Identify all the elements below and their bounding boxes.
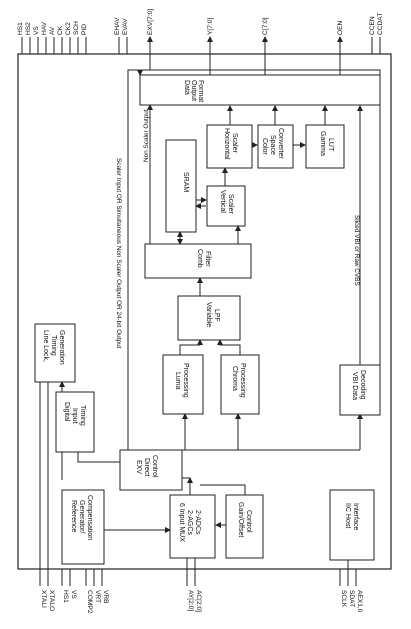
svg-text:Scaler: Scaler: [231, 133, 238, 154]
svg-text:Color: Color: [261, 138, 268, 155]
pin-hs1-bottom: HS1: [62, 590, 69, 603]
svg-text:Filter: Filter: [204, 251, 211, 267]
pin-y: Y[7:0]: [207, 18, 214, 35]
svg-text:Generation: Generation: [58, 330, 65, 365]
pin-vrt: VRT: [94, 590, 101, 603]
block-data-output-format: Data Output Format: [139, 74, 381, 106]
svg-text:Comb: Comb: [196, 249, 203, 268]
pin-sch: SCH: [73, 21, 80, 35]
pin-sdat: SDAT: [348, 590, 355, 607]
svg-text:Space: Space: [269, 135, 276, 155]
svg-text:2-ADCs: 2-ADCs: [194, 510, 201, 535]
block-input-mux: 6 Input MUX 2-AGCs 2-ADCs: [169, 494, 216, 559]
block-gamma-lut: Gamma LUT: [305, 124, 345, 169]
block-chroma-processing: Chroma Processing: [220, 354, 260, 415]
pin-sclk: SCLK: [340, 590, 347, 608]
svg-text:Input: Input: [71, 408, 78, 424]
svg-text:Output: Output: [190, 80, 197, 101]
pin-evav: EVAV: [122, 18, 129, 35]
block-horizontal-scaler: Horizontal Scaler: [206, 124, 253, 169]
pin-hs2: HS2: [25, 22, 32, 35]
bottom-pin-lines: [39, 382, 357, 586]
svg-text:EXV: EXV: [135, 460, 142, 474]
pin-ac: AC[2:0]: [195, 590, 202, 612]
svg-text:6 Input MUX: 6 Input MUX: [178, 503, 185, 542]
svg-text:Timing: Timing: [79, 405, 86, 426]
svg-text:Interface: Interface: [352, 503, 359, 530]
svg-text:2-AGCs: 2-AGCs: [186, 510, 193, 535]
block-variable-lpf: Variable LPF: [177, 295, 241, 341]
block-comb-filter: Comb Filter: [144, 243, 252, 279]
svg-text:LPF: LPF: [213, 309, 220, 322]
block-luma-processing: Luma Processing: [162, 354, 204, 415]
block-vbi-data-decoding: VBI Data Decoding: [339, 364, 381, 416]
svg-text:Scaler: Scaler: [227, 194, 234, 215]
block-line-lock-timing: Line Lock, Timing Generation: [34, 323, 76, 383]
annotation-non-scaler-output: Non Scaler Output: [143, 109, 150, 162]
svg-text:Digital: Digital: [63, 402, 70, 422]
svg-text:Data: Data: [183, 80, 190, 95]
block-gain-offset-control: Gain/Offset Control: [225, 494, 264, 559]
block-color-space-converter: Color Space Converter: [257, 124, 294, 169]
block-iic-host-interface: IIC Host Interface: [329, 489, 375, 561]
pin-xtalo: XTALO: [48, 590, 55, 611]
connection-lines: [59, 69, 381, 533]
pin-exv: EXV[7:0]: [147, 9, 154, 35]
block-digital-input-timing: Digital Input Timing: [55, 391, 95, 453]
svg-text:Control: Control: [245, 510, 252, 533]
block-ext-direct-control: EXV Direct Control: [119, 449, 183, 491]
pin-oen: OEN: [337, 20, 344, 35]
svg-text:Converter: Converter: [277, 128, 284, 159]
block-sram: SRAM: [165, 139, 197, 233]
pin-comp2: COMP2: [86, 590, 93, 614]
annotation-sliced-vbi: Sliced VBI or Raw CVBS: [353, 215, 360, 286]
svg-text:Chroma: Chroma: [231, 366, 238, 391]
chip-outline: [17, 53, 392, 570]
pin-ck: CK: [57, 25, 64, 35]
pin-pid: PID: [81, 24, 88, 35]
svg-text:Variable: Variable: [205, 302, 212, 327]
svg-text:Reference: Reference: [70, 500, 77, 532]
svg-text:Gamma: Gamma: [319, 131, 326, 156]
svg-text:VBI Data: VBI Data: [351, 372, 358, 400]
pin-ck2: CK2: [65, 22, 72, 35]
top-pin-lines: [21, 36, 381, 75]
svg-text:Gain/Offset: Gain/Offset: [237, 502, 244, 537]
svg-text:Vertical: Vertical: [219, 190, 226, 213]
svg-text:Processing: Processing: [182, 363, 189, 398]
pin-xtali: XTALI: [40, 590, 47, 608]
svg-text:Line Lock,: Line Lock,: [42, 330, 49, 362]
pin-ay: AY[2:0]: [187, 590, 194, 611]
svg-text:Direct: Direct: [143, 458, 150, 476]
svg-text:Compensation: Compensation: [86, 495, 93, 540]
pin-vrb: VRB: [102, 590, 109, 604]
pin-ehav: EHAV: [114, 17, 121, 35]
pin-c: C[7:0]: [262, 17, 269, 35]
block-reference-generator: Reference Generator/ Compensation: [61, 489, 105, 565]
svg-text:Decoding: Decoding: [359, 370, 366, 400]
pin-hs1: HS1: [17, 22, 24, 35]
svg-text:Processing: Processing: [239, 363, 246, 398]
pin-aex: AEX1,0: [356, 590, 363, 613]
svg-text:IIC Host: IIC Host: [344, 503, 351, 528]
svg-text:Timing: Timing: [50, 335, 57, 356]
svg-text:Control: Control: [151, 455, 158, 478]
pin-ccdat: CCDAT: [377, 13, 384, 35]
svg-text:Format: Format: [197, 80, 204, 102]
pin-vs: VS: [33, 26, 40, 35]
block-vertical-scaler: Vertical Scaler: [206, 185, 246, 227]
pin-hav: HAV: [41, 21, 48, 35]
top-pin-labels: HS1 HS2 VS HAV AV CK CK2 SCH PID EHAV EV…: [17, 9, 384, 35]
svg-text:SRAM: SRAM: [182, 172, 189, 192]
svg-text:LUT: LUT: [327, 138, 334, 152]
pin-av: AV: [49, 26, 56, 35]
svg-text:Generator/: Generator/: [78, 500, 85, 534]
bottom-pin-labels: XTALI XTALO HS1 VS COMP2 VRT VRB AY[2:0]…: [40, 590, 363, 614]
pin-vs-bottom: VS: [70, 590, 77, 599]
svg-text:Horizontal: Horizontal: [223, 128, 230, 160]
svg-text:Luma: Luma: [174, 372, 181, 390]
pin-ccen: CCEN: [369, 16, 376, 35]
annotation-scaler-input-path: Scaler Input OR Simultaneous Non Scaler …: [115, 158, 122, 349]
